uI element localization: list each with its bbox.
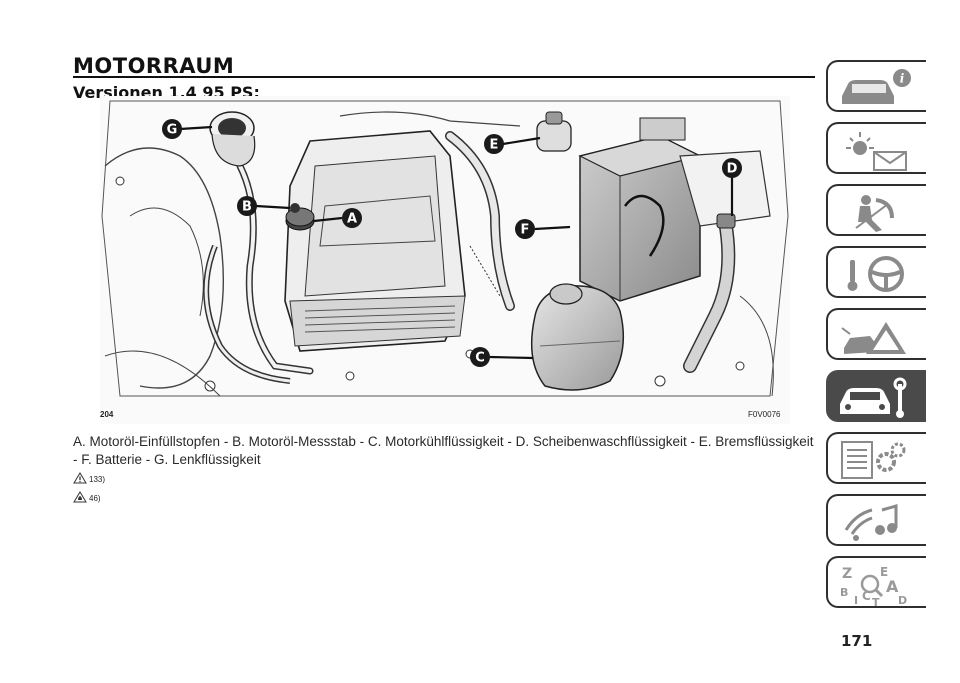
svg-text:E: E: [880, 565, 888, 579]
svg-text:C: C: [475, 351, 485, 366]
page-number: 171: [841, 632, 873, 650]
svg-text:A: A: [886, 577, 899, 596]
figure-caption: A. Motoröl-Einfüllstopfen - B. Motoröl-M…: [73, 434, 814, 467]
list-gears-icon: [841, 441, 906, 479]
tab-lights-messages[interactable]: [826, 122, 926, 174]
svg-text:A: A: [347, 212, 357, 227]
svg-text:D: D: [727, 162, 738, 177]
callout-f: F: [515, 219, 535, 239]
svg-text:Z: Z: [842, 566, 852, 582]
svg-text:I: I: [854, 594, 858, 606]
warning-note-ref[interactable]: 133): [89, 475, 106, 484]
warning-triangle-icon: [73, 472, 87, 484]
svg-text:i: i: [900, 72, 905, 86]
car-info-icon: i: [842, 69, 911, 104]
svg-text:E: E: [490, 138, 499, 153]
title-rule: [73, 76, 815, 78]
figure-code: F0V0076: [748, 410, 781, 419]
svg-text:G: G: [167, 123, 178, 138]
engine-bay-figure: G B A E F D C: [100, 96, 790, 424]
caution-note-ref[interactable]: 46): [89, 494, 101, 503]
callout-b: B: [237, 196, 257, 216]
tab-maintenance[interactable]: [826, 370, 926, 422]
radio-note-icon: [844, 504, 898, 541]
svg-text:C: C: [862, 589, 871, 603]
section-title: MOTORRAUM: [73, 54, 235, 78]
engine-bay-drawing: G B A E F D C: [100, 96, 790, 424]
callout-e: E: [484, 134, 504, 154]
svg-text:B: B: [242, 200, 252, 215]
breakdown-triangle-icon: [841, 322, 906, 354]
light-envelope-icon: [846, 132, 907, 171]
steering-wheel-icon: [847, 256, 904, 292]
tab-starting-driving[interactable]: [826, 246, 926, 298]
alphabet-index-icon: Z E A B I C T D: [840, 565, 907, 606]
callout-c: C: [470, 347, 490, 367]
svg-text:B: B: [840, 586, 848, 599]
tab-safety[interactable]: [826, 184, 926, 236]
callout-g: G: [162, 119, 182, 139]
tab-index[interactable]: Z E A B I C T D: [826, 556, 926, 608]
airbag-seat-icon: [855, 195, 894, 232]
svg-text:T: T: [872, 596, 880, 606]
svg-text:D: D: [898, 594, 907, 606]
svg-text:F: F: [521, 223, 530, 238]
tab-multimedia[interactable]: [826, 494, 926, 546]
tab-dashboard-info[interactable]: i: [826, 60, 926, 112]
figure-number: 204: [100, 410, 114, 419]
warning-note: 133): [73, 472, 105, 484]
caution-hand-icon: [73, 491, 87, 503]
caution-note: 46): [73, 491, 101, 503]
car-wrench-icon: [840, 377, 907, 418]
callout-a: A: [342, 208, 362, 228]
tab-emergency[interactable]: [826, 308, 926, 360]
callout-d: D: [722, 158, 742, 178]
tab-technical-data[interactable]: [826, 432, 926, 484]
